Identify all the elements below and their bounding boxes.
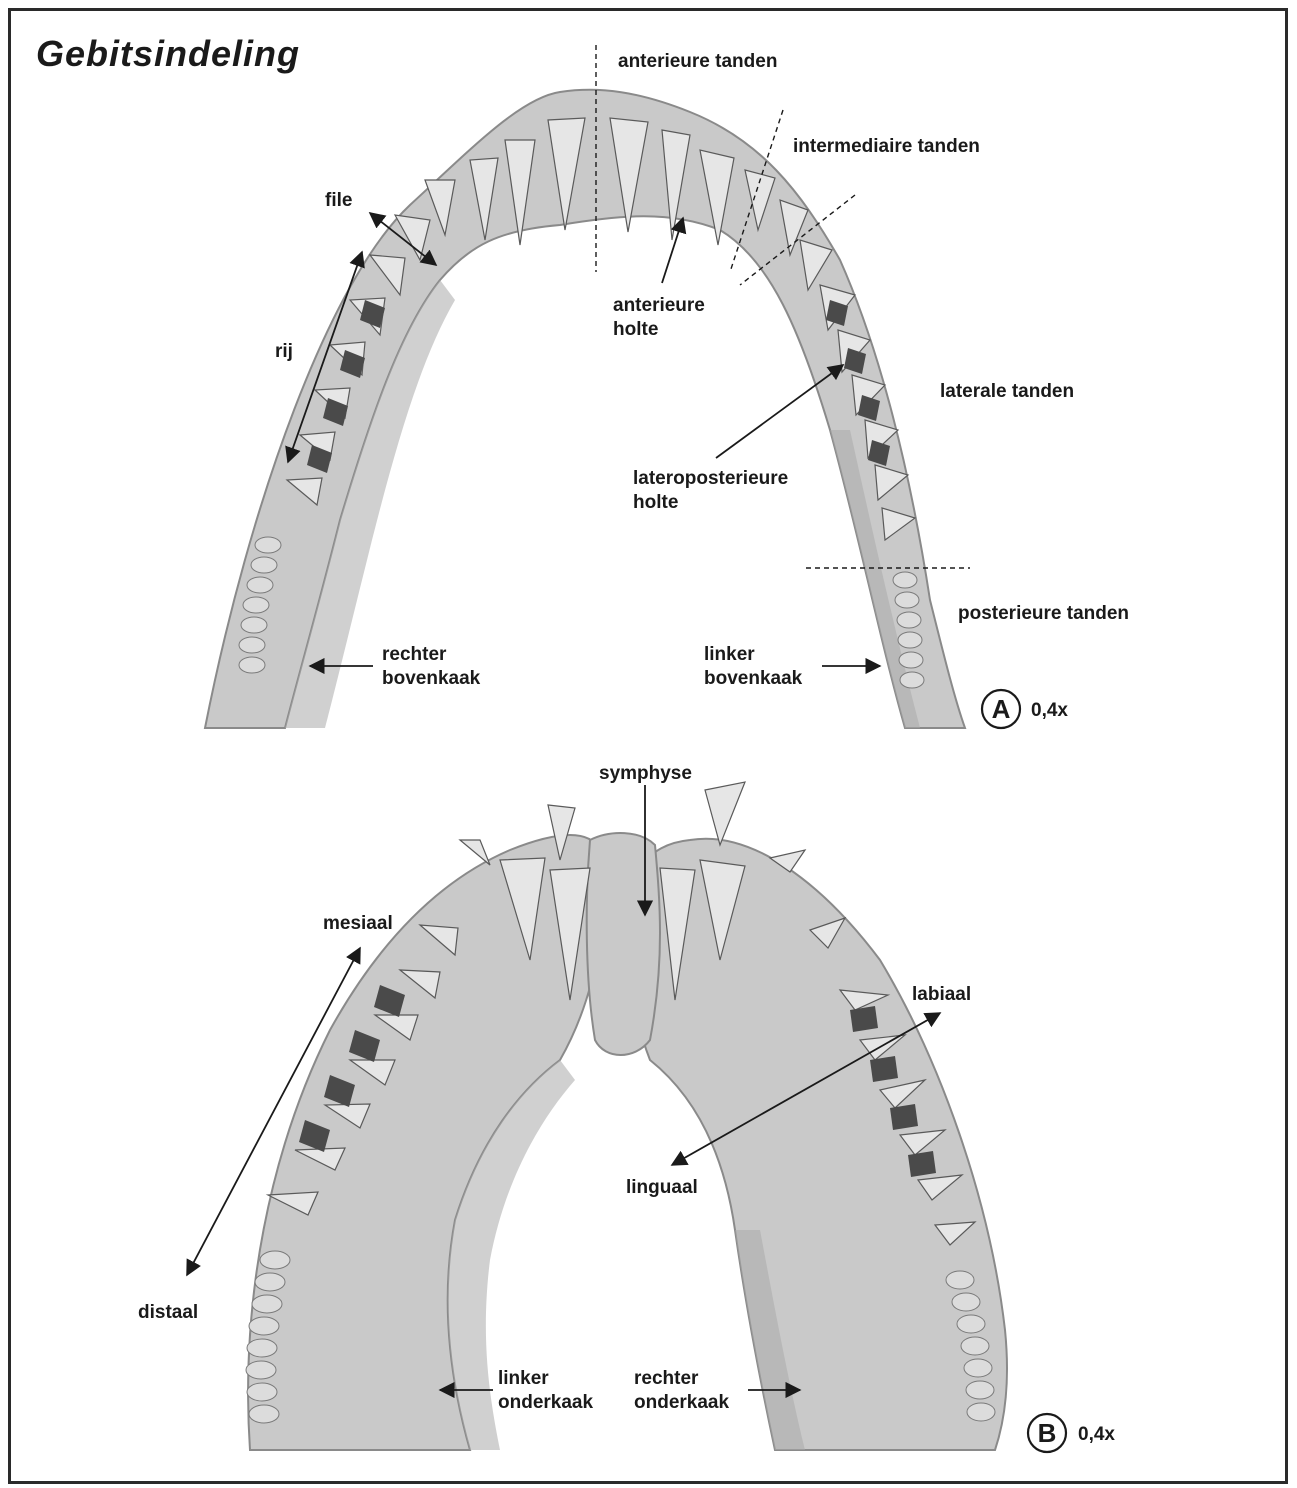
label-anterior-cavity-2: holte [613,319,658,340]
label-labial: labiaal [912,984,971,1005]
scale-badge-a: A 0,4x [982,690,1068,728]
label-lateral-teeth: laterale tanden [940,381,1074,402]
label-distal: distaal [138,1302,198,1323]
upper-jaw-image [205,90,965,728]
label-right-upper-jaw-1: rechter [382,644,447,665]
label-right-upper-jaw-2: bovenkaak [382,668,481,689]
scale-value-a: 0,4x [1031,700,1068,721]
lower-jaw-image [246,782,1007,1450]
label-symphysis: symphyse [599,763,692,784]
label-row: rij [275,341,293,362]
figure-title: Gebitsindeling [36,33,300,74]
scale-badge-b: B 0,4x [1028,1414,1115,1452]
label-mesial: mesiaal [323,913,393,934]
scale-letter-b: B [1038,1418,1057,1448]
label-anterior-cavity-1: anterieure [613,295,705,316]
label-lateroposterior-cavity-2: holte [633,492,678,513]
label-right-lower-jaw-1: rechter [634,1368,699,1389]
label-left-upper-jaw-2: bovenkaak [704,668,803,689]
scale-letter-a: A [992,694,1011,724]
label-file: file [325,190,352,211]
label-right-lower-jaw-2: onderkaak [634,1392,729,1413]
label-posterior-teeth: posterieure tanden [958,603,1129,624]
label-left-lower-jaw-1: linker [498,1368,549,1389]
label-lateroposterior-cavity-1: lateroposterieure [633,468,788,489]
label-intermediate-teeth: intermediaire tanden [793,136,980,157]
label-left-upper-jaw-1: linker [704,644,755,665]
label-anterior-teeth: anterieure tanden [618,51,777,72]
label-lingual: linguaal [626,1177,698,1198]
scale-value-b: 0,4x [1078,1424,1115,1445]
label-left-lower-jaw-2: onderkaak [498,1392,593,1413]
